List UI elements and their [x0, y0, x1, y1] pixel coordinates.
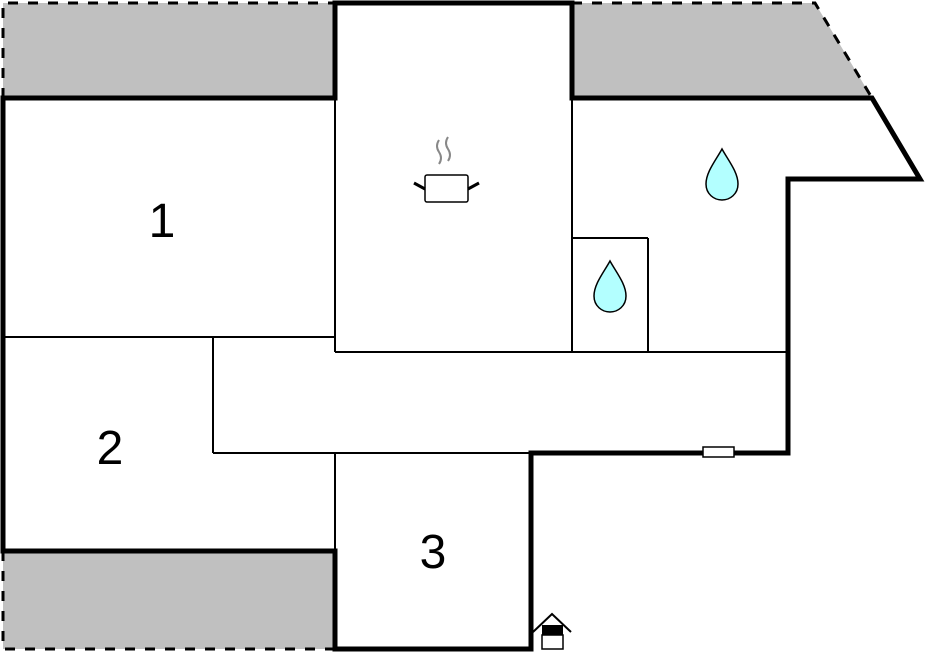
terrace-bottom-left	[1, 551, 335, 651]
inner-walls	[3, 98, 788, 551]
window-icon	[702, 446, 735, 458]
kitchen-pot-icon	[413, 136, 480, 203]
water-drop-icon	[593, 259, 627, 313]
room-label-3: 3	[419, 526, 447, 579]
room-label-1: 1	[148, 195, 176, 248]
terrace-top-left	[1, 1, 335, 98]
entrance-house-icon	[532, 612, 572, 650]
room-label-2: 2	[96, 422, 124, 475]
terrace-top-right	[572, 1, 874, 99]
water-drop-icon	[705, 147, 739, 201]
